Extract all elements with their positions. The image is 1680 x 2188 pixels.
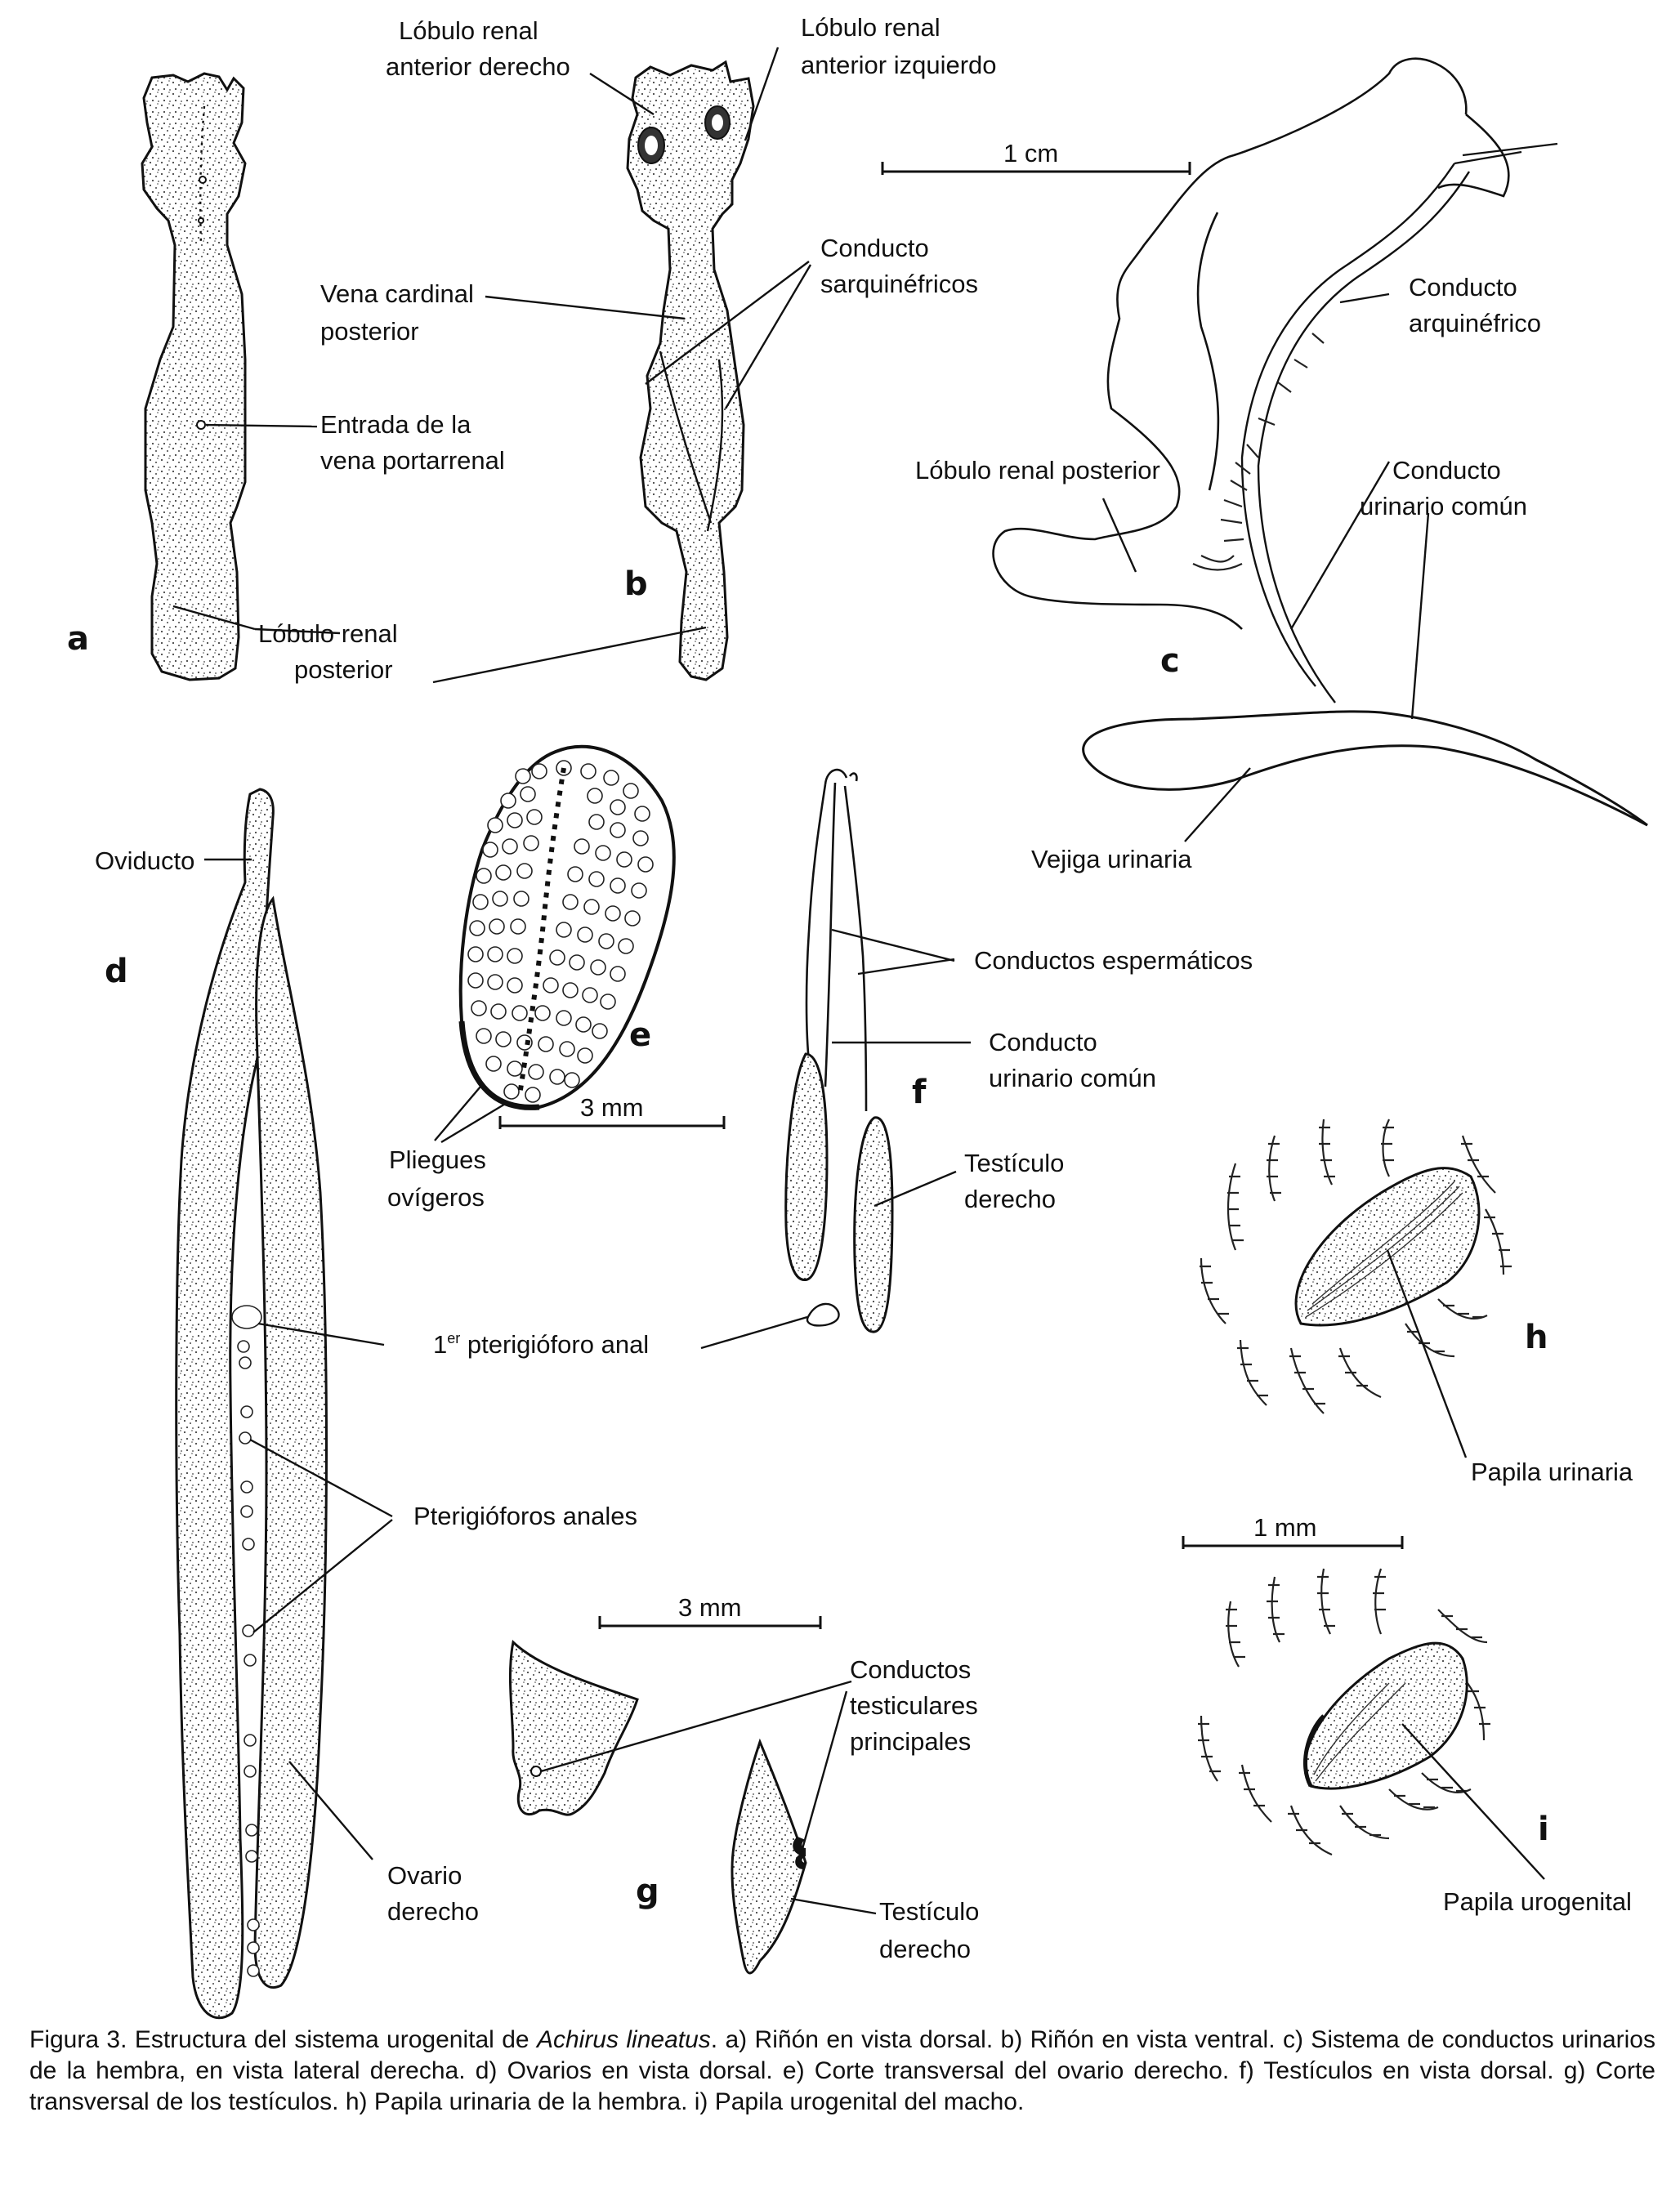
label-conductos-testiculares-3: principales [850,1727,971,1756]
label-conducto-comun-f-1: Conducto [989,1028,1097,1056]
panel-i: 1 mm i Papila urogenital [1182,1513,1632,1916]
testis-section-right [731,1738,807,1975]
panel-letter-a: a [67,620,89,658]
label-oviducto: Oviducto [95,846,194,875]
label-conducto-comun-c-2: urinario común [1360,492,1527,520]
label-testiculo-f-1: Testículo [964,1149,1064,1177]
scale-label-i: 1 mm [1253,1513,1317,1542]
label-conductos-testiculares-1: Conductos [850,1655,971,1684]
urinary-bladder [1082,710,1648,827]
label-testiculo-g-2: derecho [879,1935,971,1963]
label-entrada-vena-2: vena portarrenal [320,446,505,475]
panel-d: d Oviducto 1er pterigióforo anal Pterigi… [95,788,649,2020]
pterigioforo-circles [237,1340,260,1977]
label-lobulo-renal-posterior-c: Lóbulo renal posterior [915,456,1160,484]
panel-g: 3 mm g Conductos testiculares principale… [508,1593,979,1975]
label-lobulo-posterior-1: Lóbulo renal [258,619,398,648]
panel-letter-h: h [1525,1319,1548,1356]
kidney-dorsal [141,72,247,681]
panel-c: 1 cm c Conducto arquinéfrico Lóbulo rena… [881,57,1648,873]
label-ovario-derecho-2: derecho [387,1897,479,1926]
caption-text-end: . a) Riñón en vista dorsal. b) Riñón en … [29,2026,1655,2115]
label-pterigioforos-anales: Pterigióforos anales [413,1502,637,1530]
scale-label-e: 3 mm [580,1093,644,1122]
label-testiculo-f-2: derecho [964,1185,1056,1213]
label-conducto-comun-c-1: Conducto [1392,456,1501,484]
label-testiculo-g-1: Testículo [879,1897,979,1926]
panel-b: b Lóbulo renal anterior derecho Lóbulo r… [254,13,997,684]
label-entrada-vena-1: Entrada de la [320,410,471,439]
label-conducto-sarq-2: sarquinéfricos [820,270,978,298]
ovigerous-eggs [467,760,654,1103]
label-papila-urinaria: Papila urinaria [1471,1458,1633,1486]
label-conductos-espermaticos: Conductos espermáticos [974,946,1253,975]
panel-letter-b: b [624,565,648,603]
testis-right [853,1116,894,1333]
panel-f: f Conductos espermáticos Conducto urinar… [700,768,1253,1350]
caption-species: Achirus lineatus [536,2026,711,2053]
panel-h: h Papila urinaria [1200,1119,1633,1486]
caption-text-start: Figura 3. Estructura del sistema urogeni… [29,2026,537,2053]
label-lobulo-der-2: anterior derecho [386,52,570,81]
urogenital-papilla [1303,1641,1468,1790]
panel-letter-f: f [912,1074,927,1111]
label-vena-cardinal-1: Vena cardinal [320,279,474,308]
renal-lobe-outline [992,57,1468,630]
label-vena-cardinal-2: posterior [320,317,419,346]
hair-tufts-i [1198,1568,1490,1856]
urinary-papilla [1294,1167,1481,1327]
label-lobulo-izq-1: Lóbulo renal [801,13,941,42]
label-vejiga-urinaria: Vejiga urinaria [1031,845,1192,873]
panel-letter-e: e [629,1016,651,1054]
scale-label-c: 1 cm [1003,139,1058,167]
label-ovario-derecho-1: Ovario [387,1861,462,1890]
panel-letter-g: g [636,1873,659,1910]
label-pliegues-2: ovígeros [387,1183,485,1212]
ovary-right [253,895,328,1989]
label-conducto-comun-f-2: urinario común [989,1064,1156,1092]
panel-letter-c: c [1160,642,1180,680]
label-arquinefrico-2: arquinéfrico [1409,309,1541,337]
panel-a: a Entrada de la vena portarrenal [67,72,505,681]
panel-letter-i: i [1538,1811,1549,1848]
panel-e: 3 mm e Pliegues ovígeros [387,744,726,1212]
label-primer-pterigioforo: 1er pterigióforo anal [433,1330,649,1359]
kidney-ventral [626,60,755,681]
testis-section-left [508,1640,639,1816]
label-conductos-testiculares-2: testiculares [850,1691,978,1720]
figure-caption: Figura 3. Estructura del sistema urogeni… [29,2025,1655,2118]
testis-left [784,1052,829,1281]
label-lobulo-izq-2: anterior izquierdo [801,51,997,79]
label-arquinefrico-1: Conducto [1409,273,1517,301]
label-conducto-sarq-1: Conducto [820,234,929,262]
label-lobulo-der-1: Lóbulo renal [399,16,538,45]
scale-label-g: 3 mm [678,1593,742,1622]
label-lobulo-posterior-2: posterior [294,655,393,684]
pterigioforo-anal-f [806,1302,840,1327]
hair-tufts-h [1200,1119,1512,1414]
label-papila-urogenital: Papila urogenital [1443,1887,1632,1916]
panel-letter-d: d [105,953,128,990]
label-pliegues-1: Pliegues [389,1145,486,1174]
